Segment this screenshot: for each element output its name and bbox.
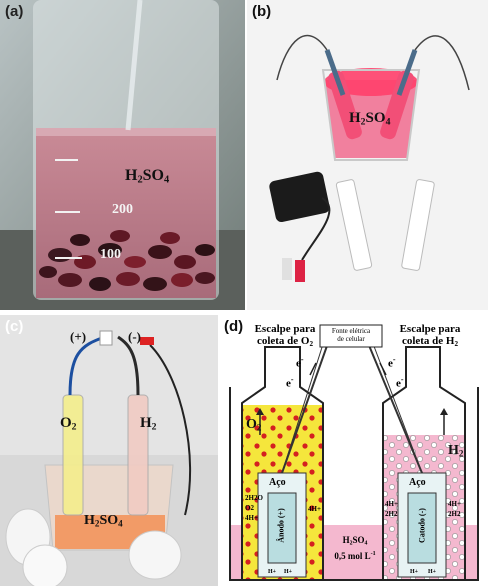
panel-label-c: (c) <box>5 318 24 335</box>
electrolyte-formula: H2SO4 <box>342 535 368 547</box>
power-source-line1: Fonte elétrica <box>331 327 371 335</box>
anode-reaction-left: 2H2O O2 4H+ <box>245 493 263 523</box>
electrolysis-setup-photo-c <box>0 315 218 586</box>
formula-b: H2SO4 <box>349 110 391 128</box>
cathode-react-1: 4H+ <box>385 500 398 508</box>
electrolysis-diagram <box>229 324 479 581</box>
label-o2-c: O2 <box>60 415 77 433</box>
cathode-aco-label: Aço <box>409 477 426 488</box>
electrolyte-label: H2SO4 0,5 mol L-1 <box>330 535 380 562</box>
hplus-right-2: H+ <box>428 569 437 575</box>
panel-d-diagram: (d) Escalpe para coleta de O2 Escalpe pa… <box>220 315 488 586</box>
beaker-photo-a <box>0 0 245 310</box>
formula-a: H2SO4 <box>125 167 170 186</box>
power-source-label: Fonte elétrica de celular <box>320 327 382 343</box>
left-title-line1: Escalpe para <box>254 323 316 335</box>
anode-reaction-right: 4H+ <box>308 505 321 513</box>
panel-label-b: (b) <box>252 3 272 20</box>
formula-c: H2SO4 <box>84 513 123 529</box>
left-title-line2: coleta de O2 <box>256 335 314 348</box>
panel-label-a: (a) <box>5 3 24 20</box>
anode-aco-label: Aço <box>269 477 286 488</box>
cathode-reaction-right: 4H+ 2H2 <box>448 499 461 519</box>
electrolysis-cup-photo-b <box>247 0 488 310</box>
panel-label-d: (d) <box>224 318 244 335</box>
cathode-label: Catodo (-) <box>417 508 427 543</box>
label-positive: (+) <box>70 329 87 344</box>
label-h2-c: H2 <box>140 415 157 433</box>
label-negative: (-) <box>128 329 141 344</box>
electron-left-1: e- <box>296 355 304 370</box>
o2-gas-label: O2 <box>246 417 262 433</box>
anode-react-1: 2H2O <box>245 494 263 502</box>
panel-a-photo: (a) H2SO4 200 100 <box>0 0 245 310</box>
hplus-right-1: H+ <box>410 569 419 575</box>
anode-react-2: O2 <box>245 504 254 512</box>
cathode-react-2: 2H2 <box>385 510 398 518</box>
anode-react-3: 4H+ <box>245 514 258 522</box>
anode-react-r1: 4H+ <box>308 505 321 513</box>
left-title: Escalpe para coleta de O2 <box>244 323 326 350</box>
power-source-line2: de celular <box>337 335 365 343</box>
hplus-left-2: H+ <box>284 569 293 575</box>
electron-left-2: e- <box>286 375 294 390</box>
mark-200: 200 <box>112 202 133 217</box>
anode-label: Ânodo (+) <box>276 508 286 543</box>
right-title-line1: Escalpe para <box>399 323 461 335</box>
cathode-reaction-left: 4H+ 2H2 <box>385 499 398 519</box>
cathode-react-r1: 4H+ <box>448 500 461 508</box>
mark-100: 100 <box>100 247 121 262</box>
electrolyte-conc: 0,5 mol L-1 <box>334 551 376 562</box>
h2-gas-label: H2 <box>448 443 464 459</box>
right-title: Escalpe para coleta de H2 <box>388 323 472 350</box>
panel-c-photo: (c) (+) (-) O2 H2 H2SO4 <box>0 315 218 586</box>
right-title-line2: coleta de H2 <box>401 335 459 348</box>
electron-right-2: e- <box>396 375 404 390</box>
electron-right-1: e- <box>388 355 396 370</box>
hplus-left-1: H+ <box>268 569 277 575</box>
panel-b-photo: (b) H2SO4 <box>247 0 488 310</box>
cathode-react-r2: 2H2 <box>448 510 461 518</box>
